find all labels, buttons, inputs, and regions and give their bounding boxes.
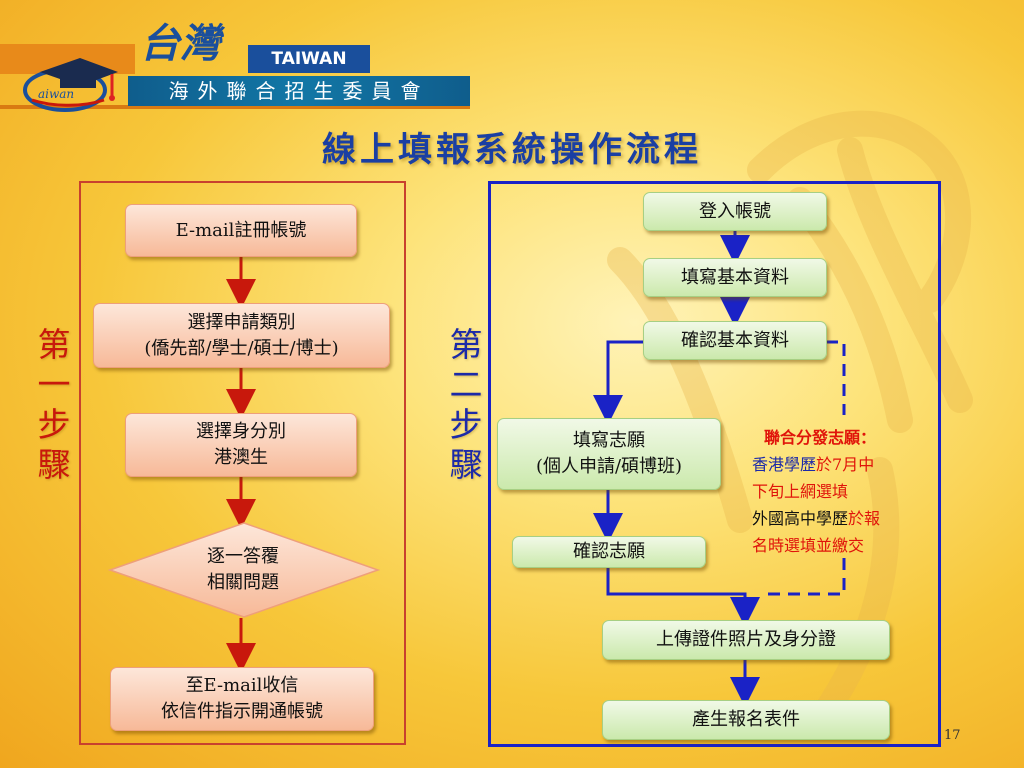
node-text: 港澳生	[214, 447, 268, 468]
node-text: 上傳證件照片及身分證	[656, 629, 836, 650]
step2-confirm-preferences: 確認志願	[512, 536, 706, 568]
node-text: 依信件指示開通帳號	[161, 701, 323, 722]
step2-generate-forms: 產生報名表件	[602, 700, 890, 740]
step2-upload-documents: 上傳證件照片及身分證	[602, 620, 890, 660]
logo-taiwan-label: TAIWAN	[248, 45, 370, 73]
step1-label-char: 驟	[37, 445, 71, 484]
step1-label-char: 第	[37, 325, 71, 364]
page-number: 17	[944, 728, 961, 743]
step1-label: 第 一 步 驟	[34, 325, 74, 485]
step2-panel	[488, 181, 941, 747]
node-text: 確認志願	[573, 541, 645, 562]
node-text: 填寫基本資料	[681, 266, 789, 288]
step1-choose-category: 選擇申請類別 (僑先部/學士/碩士/博士)	[93, 303, 390, 368]
note-foreign-line2: 名時選填並繳交	[752, 536, 865, 555]
step2-login: 登入帳號	[643, 192, 827, 231]
node-text: 選擇申請類別	[187, 311, 296, 333]
node-text: 確認基本資料	[681, 329, 789, 351]
step2-fill-preferences: 填寫志願 (個人申請/碩博班)	[497, 418, 721, 490]
node-text: 逐一答覆	[207, 546, 279, 567]
note-foreign-text: 於報	[848, 509, 881, 528]
step1-answer-questions: 逐一答覆 相關問題	[160, 540, 326, 600]
note-hk-text: 於7月中	[816, 455, 875, 474]
step1-choose-identity: 選擇身分別 港澳生	[125, 413, 357, 477]
node-text: 相關問題	[207, 572, 279, 593]
step2-label-char: 第	[449, 325, 483, 364]
step1-panel	[79, 181, 406, 745]
allocation-note: 聯合分發志願： 香港學歷於7月中 下旬上網選填 外國高中學歷於報 名時選填並繳交	[752, 424, 942, 559]
note-hk-line2: 下旬上網選填	[752, 482, 849, 501]
step1-label-char: 步	[37, 405, 71, 444]
step1-register-email: E-mail註冊帳號	[125, 204, 357, 257]
svg-text:aiwan: aiwan	[38, 87, 74, 101]
step2-label: 第 二 步 驟	[446, 325, 486, 485]
node-text: 產生報名表件	[692, 709, 800, 730]
step1-answer-diamond	[107, 522, 381, 618]
node-text: E-mail註冊帳號	[175, 219, 307, 241]
note-foreign-line: 外國高中學歷於報	[752, 505, 942, 532]
header-underline	[0, 105, 470, 109]
step2-label-char: 步	[449, 405, 483, 444]
organization-name: 海外聯合招生委員會	[128, 76, 470, 106]
arrow-step2-5	[606, 568, 760, 627]
graduation-cap-logo-icon: aiwan	[23, 58, 118, 112]
note-heading: 聯合分發志願：	[764, 428, 877, 447]
dashed-alt-path-lower	[760, 558, 846, 596]
node-text: 選擇身分別	[196, 421, 286, 442]
step2-fill-basic-info: 填寫基本資料	[643, 258, 827, 297]
node-text: 至E-mail收信	[185, 675, 299, 696]
node-text: (僑先部/學士/碩士/博士)	[144, 337, 339, 359]
node-text: (個人申請/碩博班)	[535, 456, 683, 477]
step1-label-char: 一	[37, 365, 71, 404]
step1-check-email: 至E-mail收信 依信件指示開通帳號	[110, 667, 374, 731]
step2-label-char: 二	[449, 365, 483, 404]
note-hk-line: 香港學歷於7月中	[752, 451, 942, 478]
node-text: 登入帳號	[699, 200, 771, 222]
note-foreign-prefix: 外國高中學歷	[752, 509, 849, 528]
step2-confirm-basic-info: 確認基本資料	[643, 321, 827, 360]
dashed-alt-path	[826, 340, 846, 415]
node-text: 填寫志願	[573, 430, 645, 451]
step2-label-char: 驟	[449, 445, 483, 484]
note-hk-prefix: 香港學歷	[752, 455, 817, 474]
page-title: 線上填報系統操作流程	[322, 130, 702, 170]
logo-calligraphy: 台灣	[140, 20, 220, 67]
arrow-step2-3	[593, 340, 652, 425]
